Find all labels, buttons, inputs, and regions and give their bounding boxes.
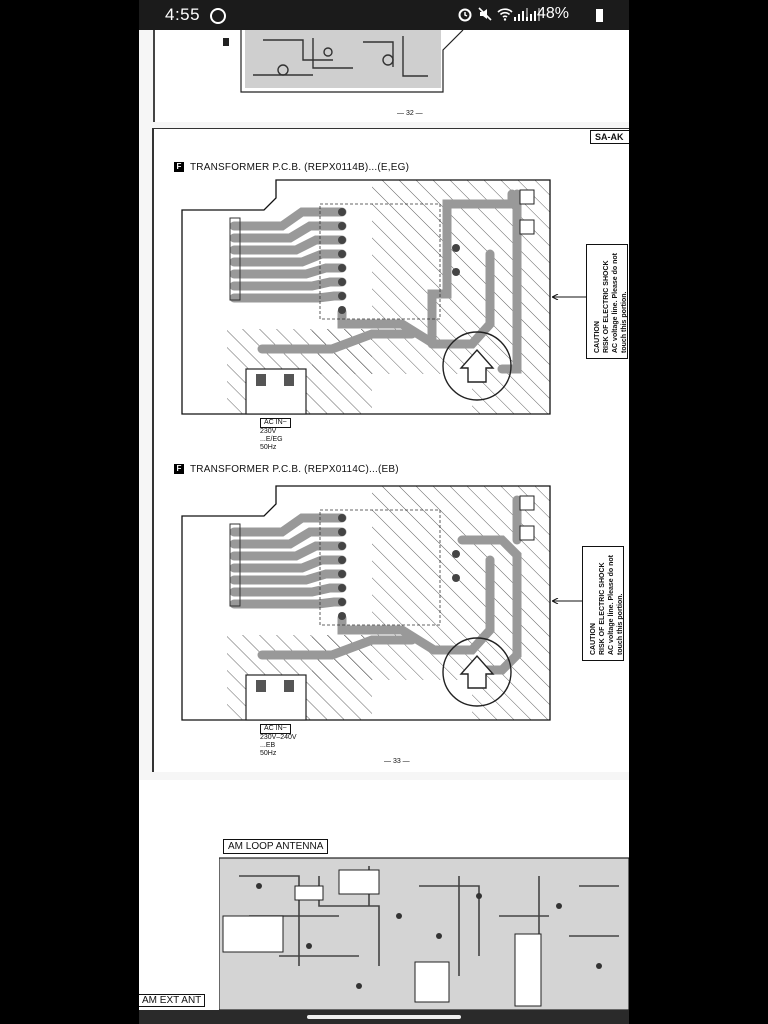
signal-icon [514,8,528,21]
transformer-pcb-board-1 [181,179,551,415]
caution-line: CAUTION [594,321,601,353]
page-32: — 32 — [153,29,629,122]
section-letter-2: F [174,464,184,474]
am-loop-antenna-label: AM LOOP ANTENNA [223,839,329,854]
caution-line: AC voltage line. Please do not [608,555,615,655]
caution-box-2: CAUTION RISK OF ELECTRIC SHOCK AC voltag… [582,546,624,661]
tuner-pcb-board [219,857,629,1010]
caution-line: touch this portion. [617,593,624,655]
ac-in-label: AC IN~ [260,724,291,734]
caution-line: AC voltage line. Please do not [612,253,619,353]
ac-spec-line: 50Hz [260,750,277,757]
model-label: SA-AK [590,130,629,144]
ac-spec-line: 230V–240V [260,734,297,741]
alarm-icon [458,8,472,22]
ac-in-label: AC IN~ [260,418,291,428]
signal-icon-2 [526,8,540,21]
navigation-bar [139,1010,629,1024]
phone-screen: 4:55 48% — 32 — SA-AK F TRANSF [139,0,629,1024]
ac-spec-line: 50Hz [260,444,277,451]
section-letter-1: F [174,162,184,172]
battery-icon [596,9,603,22]
pcb-fragment-top [153,29,464,122]
whatsapp-icon [210,8,226,24]
ac-in-spec-1: AC IN~ 230V ...E/EG 50Hz [260,418,291,452]
ac-spec-line: ...E/EG [260,436,283,443]
home-gesture-pill[interactable] [307,1015,461,1019]
caution-line: RISK OF ELECTRIC SHOCK [603,260,610,353]
section-title-1: TRANSFORMER P.C.B. (REPX0114B)...(E,EG) [190,162,410,173]
section-title-2: TRANSFORMER P.C.B. (REPX0114C)...(EB) [190,464,399,475]
ac-spec-line: ...EB [260,742,276,749]
am-ext-ant-label: AM EXT ANT [139,994,206,1007]
ac-spec-line: 230V [260,428,277,435]
caution-arrow-2 [552,598,582,604]
caution-line: touch this portion. [621,291,628,353]
ac-in-spec-2: AC IN~ 230V–240V ...EB 50Hz [260,724,297,758]
caution-line: CAUTION [590,623,597,655]
caution-line: RISK OF ELECTRIC SHOCK [599,562,606,655]
page-34: AM LOOP ANTENNA AM EXT ANT [139,780,629,1010]
mute-icon [478,7,492,21]
page-33: SA-AK F TRANSFORMER P.C.B. (REPX0114B)..… [152,128,629,772]
caution-box-1: CAUTION RISK OF ELECTRIC SHOCK AC voltag… [586,244,628,359]
page-top-edge [152,128,629,129]
page-number-33: — 33 — [384,758,410,765]
caution-arrow-1 [552,294,586,300]
page-number-32: — 32 — [397,110,423,117]
page-edge [152,128,154,772]
transformer-pcb-board-2 [181,485,551,721]
battery-percent: 48% [537,5,570,22]
status-time: 4:55 [165,5,201,24]
wifi-icon [497,8,513,21]
status-bar: 4:55 48% [139,0,629,30]
